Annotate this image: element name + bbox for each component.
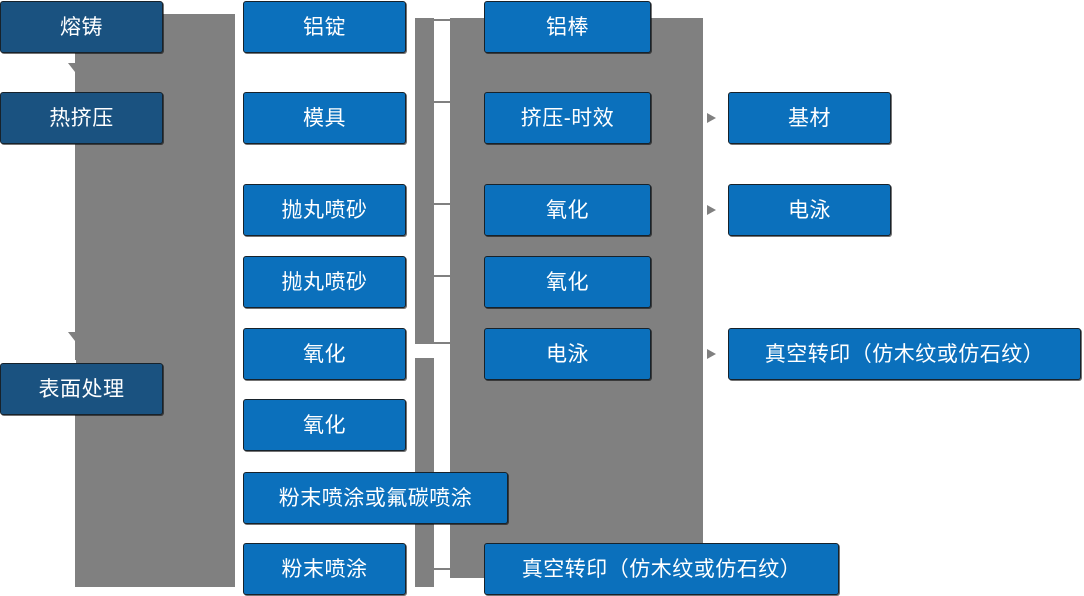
output-vacuum-transfer[interactable]: 真空转印（仿木纹或仿石纹） xyxy=(728,328,1081,380)
bracket-tick-6 xyxy=(434,568,452,570)
secondary-extrusion-aging[interactable]: 挤压-时效 xyxy=(484,92,651,144)
output-arrow-electrophoresis xyxy=(707,205,716,215)
secondary-oxidation-1-label: 氧化 xyxy=(546,198,589,222)
fanout-arrow-3 xyxy=(224,203,235,217)
process-powder-or-pvdf-coating-label: 粉末喷涂或氟碳喷涂 xyxy=(278,486,473,510)
stage-melt-cast[interactable]: 熔铸 xyxy=(0,1,163,53)
process-oxidation-1-label: 氧化 xyxy=(303,342,346,366)
fanout-arrow-2 xyxy=(224,101,235,115)
output-arrow-vacuum-transfer xyxy=(707,349,716,359)
fanout-arrow-8 xyxy=(224,562,235,576)
process-mold-label: 模具 xyxy=(303,106,346,130)
bracket-tick-2 xyxy=(434,101,452,103)
output-electrophoresis-label: 电泳 xyxy=(788,198,831,222)
stage-hot-extrusion-label: 热挤压 xyxy=(49,106,114,130)
bracket-bar-upper xyxy=(415,18,434,344)
bracket-tick-4 xyxy=(434,275,452,277)
secondary-aluminum-bar[interactable]: 铝棒 xyxy=(484,1,651,53)
bracket-tick-3 xyxy=(434,203,452,205)
secondary-oxidation-1[interactable]: 氧化 xyxy=(484,184,651,236)
fanout-arrow-5 xyxy=(224,347,235,361)
secondary-electrophoresis-label: 电泳 xyxy=(546,342,589,366)
bracket-tick-1 xyxy=(434,19,452,21)
output-vacuum-transfer-label: 真空转印（仿木纹或仿石纹） xyxy=(764,342,1045,366)
fanout-arrow-4 xyxy=(224,275,235,289)
secondary-vacuum-transfer-label: 真空转印（仿木纹或仿石纹） xyxy=(521,557,802,581)
process-shot-blasting-1[interactable]: 抛丸喷砂 xyxy=(243,184,406,236)
output-substrate-label: 基材 xyxy=(788,106,831,130)
melt-cast-down-arrow xyxy=(68,63,82,72)
stage-surface-treatment-label: 表面处理 xyxy=(38,377,125,401)
surface-treat-down-arrow xyxy=(68,332,82,341)
output-substrate[interactable]: 基材 xyxy=(728,92,891,144)
process-mold[interactable]: 模具 xyxy=(243,92,406,144)
secondary-vacuum-transfer[interactable]: 真空转印（仿木纹或仿石纹） xyxy=(484,543,839,595)
bracket-tick-5 xyxy=(434,342,452,344)
process-aluminum-ingot-label: 铝锭 xyxy=(303,15,346,39)
fanout-arrow-7 xyxy=(224,491,235,505)
process-shot-blasting-2[interactable]: 抛丸喷砂 xyxy=(243,256,406,308)
secondary-electrophoresis[interactable]: 电泳 xyxy=(484,328,651,380)
process-oxidation-2-label: 氧化 xyxy=(303,413,346,437)
output-electrophoresis[interactable]: 电泳 xyxy=(728,184,891,236)
secondary-extrusion-aging-label: 挤压-时效 xyxy=(520,106,615,130)
secondary-oxidation-2-label: 氧化 xyxy=(546,270,589,294)
fanout-arrow-6 xyxy=(224,418,235,432)
process-powder-coating[interactable]: 粉末喷涂 xyxy=(243,543,406,595)
process-shot-blasting-1-label: 抛丸喷砂 xyxy=(281,198,368,222)
secondary-oxidation-2[interactable]: 氧化 xyxy=(484,256,651,308)
process-aluminum-ingot[interactable]: 铝锭 xyxy=(243,1,406,53)
process-shot-blasting-2-label: 抛丸喷砂 xyxy=(281,270,368,294)
stage-melt-cast-label: 熔铸 xyxy=(60,15,103,39)
secondary-aluminum-bar-label: 铝棒 xyxy=(546,15,589,39)
surface-treat-connector xyxy=(164,387,178,390)
fanout-arrow-1 xyxy=(224,19,235,33)
output-arrow-substrate xyxy=(707,113,716,123)
process-powder-coating-label: 粉末喷涂 xyxy=(281,557,368,581)
stage-hot-extrusion[interactable]: 热挤压 xyxy=(0,92,163,144)
stage-surface-treatment[interactable]: 表面处理 xyxy=(0,363,163,415)
process-oxidation-1[interactable]: 氧化 xyxy=(243,328,406,380)
process-powder-or-pvdf-coating[interactable]: 粉末喷涂或氟碳喷涂 xyxy=(243,472,508,524)
process-oxidation-2[interactable]: 氧化 xyxy=(243,399,406,451)
